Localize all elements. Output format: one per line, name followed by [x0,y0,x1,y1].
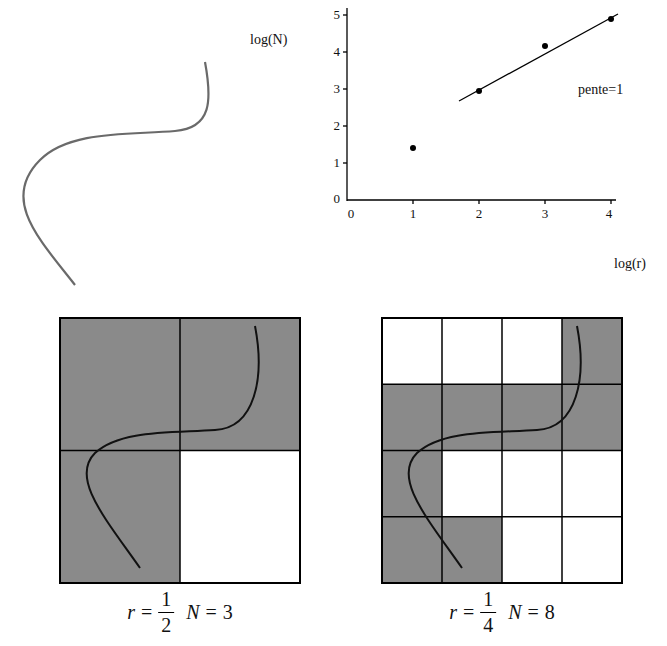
formula-part: N [508,601,521,623]
caption-formula: r=12N=3 [127,588,233,637]
filled-cell [60,318,180,451]
tick [610,200,611,204]
axis-title: log(r) [614,256,646,271]
tick-label: 2 [476,207,483,221]
formula-part: 8 [545,601,555,623]
fraction: 14 [480,588,496,637]
formula-part: = [528,601,539,623]
grid-quarter [382,318,622,583]
grid-lines [382,318,622,583]
formula-part: r [449,601,457,623]
tick [544,200,545,204]
fraction: 12 [158,588,174,637]
fractal-curve [23,62,208,285]
formula-part: 2 [161,614,171,636]
formula-part: = [463,601,474,623]
tick [343,125,347,126]
caption-formula: r=14N=8 [449,588,555,637]
tick [343,162,347,163]
formula-part: = [141,601,152,623]
fractal-curve [409,326,581,568]
y-axis [346,8,347,201]
tick [412,200,413,204]
data-point [608,16,614,22]
tick-label: 5 [334,8,341,22]
tick [343,14,347,15]
tick [343,88,347,89]
x-axis [347,199,616,200]
tick-label: 0 [334,192,341,206]
formula-part: r [127,601,135,623]
tick-label: 4 [334,45,341,59]
tick-label: 3 [334,82,341,96]
filled-cell [60,451,180,584]
tick-label: 3 [542,207,549,221]
tick-label: 2 [334,119,341,133]
grid-frame [382,318,622,583]
formula-part: N [186,601,199,623]
tick-label: 1 [410,207,417,221]
tick-label: 0 [348,207,355,221]
tick [343,51,347,52]
tick [478,200,479,204]
data-point [476,88,482,94]
formula-part: = [206,601,217,623]
axis-title: log(N) [250,32,287,47]
data-point [410,145,416,151]
formula-part: 3 [223,601,233,623]
formula-part: 1 [161,588,171,610]
grid-half [60,318,300,583]
slope-note: pente=1 [578,82,623,97]
filled-cell [562,318,622,384]
fractal-curve [87,326,259,568]
tick-label: 1 [334,156,341,170]
grid-frame [60,318,300,583]
formula-part: 1 [483,588,493,610]
formula-part: 4 [483,614,493,636]
data-point [542,43,548,49]
grid-line [382,384,622,386]
tick-label: 4 [606,207,613,221]
grid-line [382,516,622,518]
